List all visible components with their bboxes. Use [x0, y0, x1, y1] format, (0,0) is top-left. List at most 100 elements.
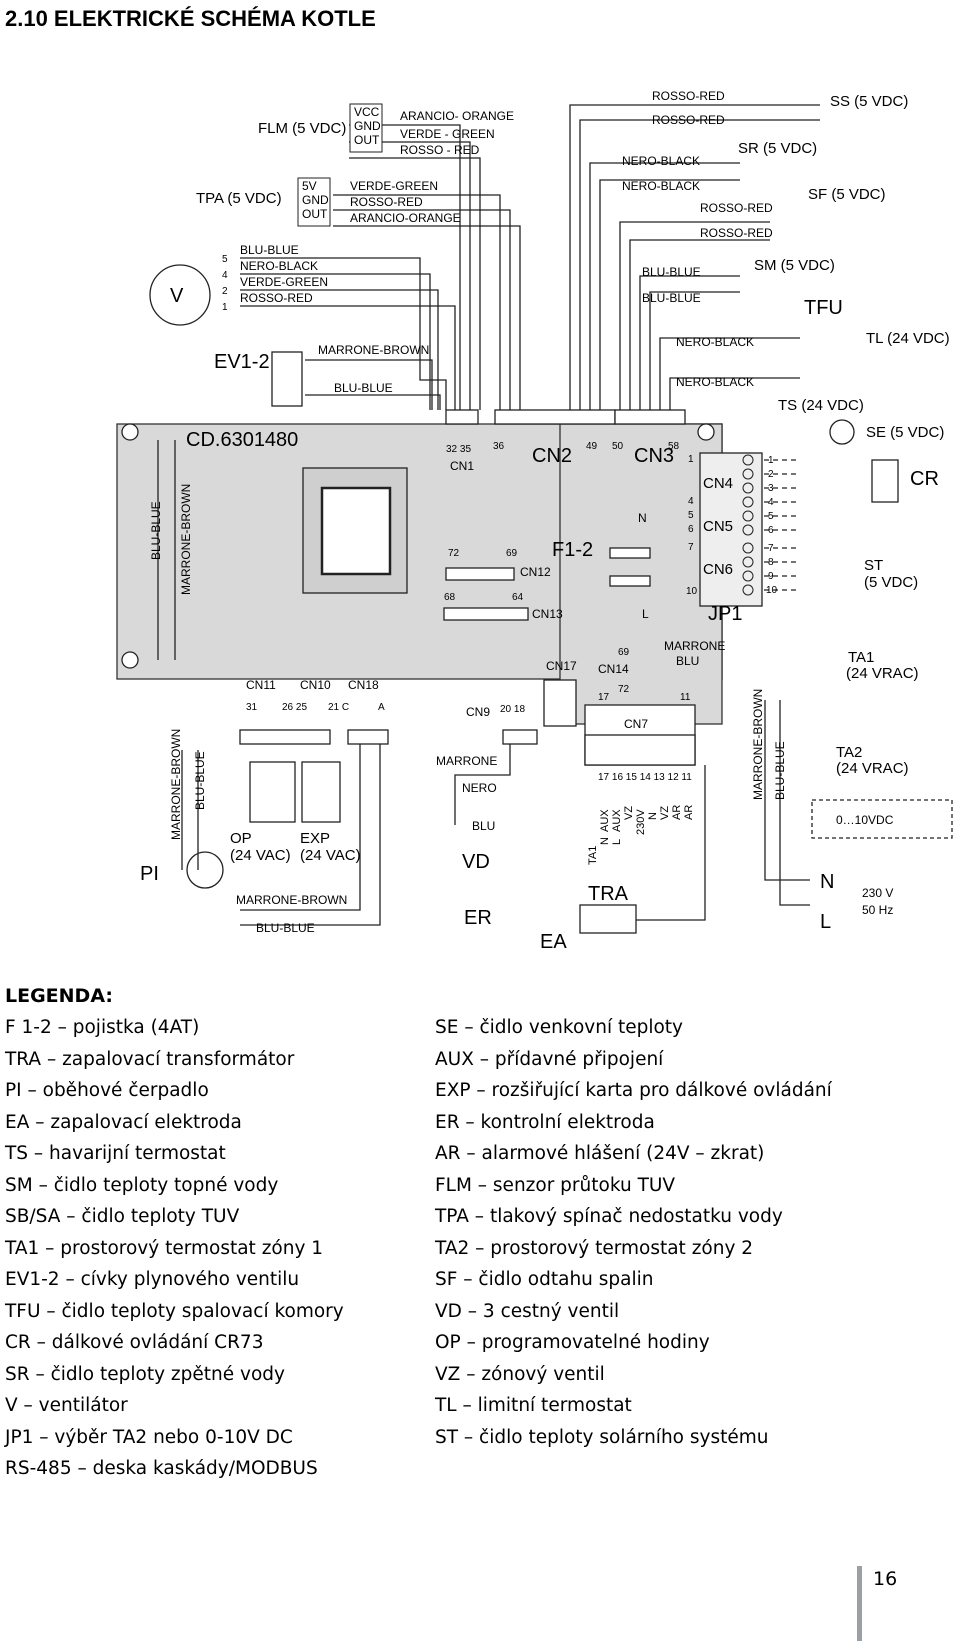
connector-cn12: CN12	[520, 565, 551, 579]
mains-n-label: N	[820, 871, 834, 893]
wire-label: MARRONE-BROWN	[169, 729, 183, 840]
mains-l-label: L	[820, 911, 831, 933]
tl-label: TL (24 VDC)	[866, 330, 950, 347]
wire-label: BLU-BLUE	[334, 381, 393, 395]
legend-item: TS – havarijní termostat	[5, 1143, 226, 1164]
wire-label: BLU-BLUE	[773, 741, 787, 800]
terminal-number: 1	[768, 455, 774, 466]
connector-cn10: CN10	[300, 678, 331, 692]
wire-label: ROSSO - RED	[400, 143, 480, 157]
l-pin-label: L	[642, 607, 649, 621]
pin-label: 31	[246, 702, 258, 713]
tpa-label: TPA (5 VDC)	[196, 190, 282, 207]
legend-item: ER – kontrolní elektroda	[435, 1111, 655, 1133]
mains-voltage: 230 V	[862, 886, 893, 900]
pin-label: 49	[586, 441, 598, 452]
legend-item: VZ – zónový ventil	[435, 1363, 605, 1385]
pin-label: 5	[688, 510, 694, 521]
wire-label: NERO-BLACK	[676, 375, 754, 389]
terminal-number: 5	[768, 511, 774, 522]
wire-label: ROSSO-RED	[700, 201, 773, 215]
wire-label: BLU-BLUE	[642, 291, 701, 305]
cn7-func: VZ	[623, 806, 635, 820]
flm-pin: GND	[354, 119, 381, 133]
wire-label: NERO-BLACK	[622, 179, 700, 193]
pin-label: 72	[448, 548, 460, 559]
pin-label: 10	[686, 586, 698, 597]
legend-item: TA1 – prostorový termostat zóny 1	[5, 1237, 324, 1259]
wire-label: ROSSO-RED	[240, 291, 313, 305]
n-pin-label: N	[638, 511, 647, 525]
ev-label: EV1-2	[214, 351, 270, 373]
cn7-func: AUX	[611, 809, 623, 832]
tfu-label: TFU	[804, 297, 843, 319]
wire-label: BLU-BLUE	[149, 501, 163, 560]
exp-voltage: (24 VAC)	[300, 847, 361, 864]
page-heading: 2.10 ELEKTRICKÉ SCHÉMA KOTLE	[5, 6, 376, 31]
legend-item: V – ventilátor	[5, 1395, 128, 1416]
legend-item: AR – alarmové hlášení (24V – zkrat)	[435, 1143, 765, 1164]
fan-pin: 4	[222, 270, 228, 281]
se-label: SE (5 VDC)	[866, 424, 944, 441]
connector-cn7: CN7	[624, 717, 648, 731]
wire-label: NERO-BLACK	[676, 335, 754, 349]
board-code: CD.6301480	[186, 429, 298, 451]
cn7-pin-numbers: 17 16 15 14 13 12 11	[598, 772, 692, 783]
st-voltage: (5 VDC)	[864, 574, 918, 591]
pin-label: A	[378, 702, 385, 713]
pin-label: 4	[688, 496, 694, 507]
tpa-pin: 5V	[302, 179, 317, 193]
legend-item: EV1-2 – cívky plynového ventilu	[5, 1269, 300, 1290]
wire-label: VERDE-GREEN	[350, 179, 438, 193]
op-label: OP	[230, 830, 252, 847]
legend-item: CR – dálkové ovládání CR73	[5, 1332, 264, 1353]
vd-label: VD	[462, 851, 490, 873]
tra-label: TRA	[588, 883, 629, 905]
exp-label: EXP	[300, 830, 330, 847]
sf-label: SF (5 VDC)	[808, 186, 886, 203]
legend-item: SE – čidlo venkovní teploty	[435, 1017, 683, 1038]
terminal-number: 6	[768, 525, 774, 536]
legend-item: AUX – přídavné připojení	[435, 1048, 664, 1070]
legend-item: SF – čidlo odtahu spalin	[435, 1269, 654, 1290]
sr-label: SR (5 VDC)	[738, 140, 817, 157]
connector-cn14: CN14	[598, 662, 629, 676]
wire-label: MARRONE	[436, 754, 497, 768]
wire-label: ROSSO-RED	[652, 89, 725, 103]
ea-label: EA	[540, 931, 567, 953]
er-label: ER	[464, 907, 492, 929]
wire-label: NERO	[462, 781, 497, 795]
terminal-number: 2	[768, 469, 774, 480]
flm-label: FLM (5 VDC)	[258, 120, 346, 137]
pin-label: 7	[688, 542, 694, 553]
pin-label: 36	[493, 441, 505, 452]
wire-label: ARANCIO-ORANGE	[350, 211, 461, 225]
legend-item: EXP – rozšiřující karta pro dálkové ovlá…	[435, 1080, 832, 1101]
ta2-voltage: (24 VRAC)	[836, 760, 909, 777]
wire-label: MARRONE-BROWN	[179, 484, 193, 595]
pi-label: PI	[140, 863, 159, 885]
legend-item: EA – zapalovací elektroda	[5, 1111, 242, 1133]
wiring-diagram: FLM (5 VDC) TPA (5 VDC) SS (5 VDC) SR (5…	[116, 89, 953, 953]
wire-label: MARRONE-BROWN	[236, 893, 347, 907]
legend-item: TFU – čidlo teploty spalovací komory	[5, 1300, 344, 1322]
tpa-pin: GND	[302, 193, 329, 207]
connector-cn3: CN3	[634, 445, 674, 467]
wire-label: BLU	[472, 819, 495, 833]
ts-label: TS (24 VDC)	[778, 397, 864, 414]
sm-label: SM (5 VDC)	[754, 257, 835, 274]
wire-label: MARRONE-BROWN	[751, 689, 765, 800]
wire-label: VERDE-GREEN	[240, 275, 328, 289]
connector-cn13: CN13	[532, 607, 563, 621]
cn7-func: L	[611, 839, 623, 845]
wire-label: BLU-BLUE	[193, 751, 207, 810]
legend-item: TL – limitní termostat	[435, 1395, 632, 1416]
terminal-number: 3	[768, 483, 774, 494]
cn7-func: N	[599, 837, 611, 845]
cn7-ta1: TA1	[587, 846, 599, 865]
cn7-func: 230V	[635, 809, 647, 835]
legend-item: OP – programovatelné hodiny	[435, 1332, 710, 1353]
st-label: ST	[864, 557, 883, 574]
legend-left-column: F 1-2 – pojistka (4AT)TRA – zapalovací t…	[5, 1012, 344, 1485]
tpa-pin: OUT	[302, 207, 328, 221]
